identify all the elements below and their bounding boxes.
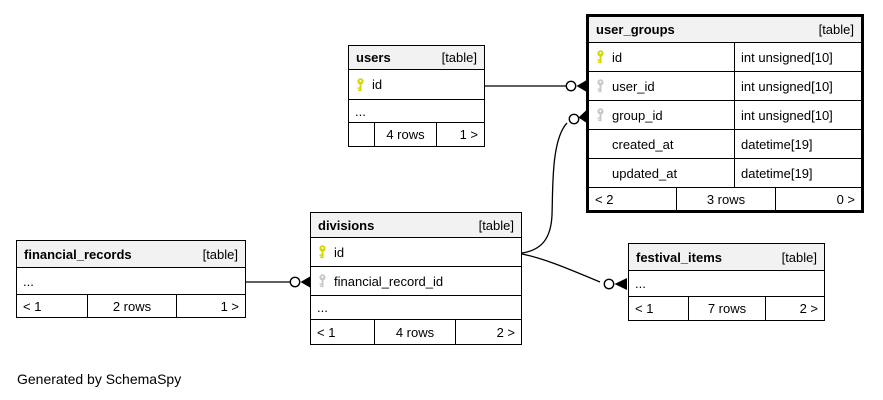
table-footer: 4 rows 1 > [349,123,484,146]
column-row: financial_record_id [311,267,521,296]
foreign-key-icon [317,274,328,288]
column-row: id [311,238,521,267]
ellipsis-label: ... [317,300,328,315]
row-count: 2 rows [87,295,177,317]
foreign-key-icon [595,79,606,93]
column-name: user_id [612,78,655,94]
column-row: id [349,70,484,100]
primary-key-icon [317,245,328,259]
rel-divisions-festival_items [521,253,627,290]
column-type: datetime[19] [734,130,861,158]
row-count: 3 rows [676,188,776,210]
parents-count [349,123,374,146]
column-row: id int unsigned[10] [589,43,861,72]
table-financial_records: financial_records [table] ... < 1 2 rows… [16,240,246,318]
parents-count: < 1 [23,298,42,314]
row-count: 4 rows [374,123,437,146]
table-title: user_groups [596,22,675,37]
table-title: divisions [318,217,375,233]
column-type: datetime[19] [734,159,861,187]
table-footer: < 1 4 rows 2 > [311,320,521,344]
rel-financial_records-divisions [246,276,310,288]
column-row: created_at datetime[19] [589,130,861,159]
table-user_groups: user_groups [table] id int unsigned[10] … [586,14,864,213]
column-row-ellipsis: ... [629,271,824,297]
column-type: int unsigned[10] [734,101,861,129]
parents-count: < 2 [595,191,614,207]
table-footer: < 1 2 rows 1 > [17,295,245,317]
table-tag: [table] [818,22,854,37]
table-festival_items-header[interactable]: festival_items [table] [629,244,824,271]
primary-key-icon [355,78,366,92]
ellipsis-label: ... [23,273,34,289]
column-row: updated_at datetime[19] [589,159,861,188]
table-tag: [table] [441,50,477,65]
column-row-ellipsis: ... [349,100,484,123]
table-user_groups-header[interactable]: user_groups [table] [589,17,861,43]
rel-users-user_groups [485,80,586,92]
parents-count: < 1 [317,324,336,340]
table-users-header[interactable]: users [table] [349,46,484,70]
children-count: 1 > [459,127,478,142]
table-tag: [table] [781,249,817,265]
table-footer: < 1 7 rows 2 > [629,297,824,320]
table-title: festival_items [636,249,722,265]
table-tag: [table] [202,246,238,262]
primary-key-icon [595,50,606,64]
children-count: 0 > [836,191,855,207]
table-festival_items: festival_items [table] ... < 1 7 rows 2 … [628,243,825,321]
table-title: users [356,50,391,65]
generated-by-note: Generated by SchemaSpy [17,371,182,387]
column-name: group_id [612,107,663,123]
ellipsis-label: ... [355,103,366,119]
table-tag: [table] [478,217,514,233]
column-row: group_id int unsigned[10] [589,101,861,130]
children-count: 2 > [496,324,515,340]
table-footer: < 2 3 rows 0 > [589,188,861,210]
foreign-key-icon [595,108,606,122]
column-type: int unsigned[10] [734,72,861,100]
column-name: id [612,49,623,65]
column-name: financial_record_id [334,273,444,289]
children-count: 2 > [799,301,818,316]
rel-divisions-user_groups [521,110,586,254]
table-title: financial_records [24,246,132,262]
column-type: int unsigned[10] [734,43,861,71]
parents-count: < 1 [635,301,654,316]
column-row: user_id int unsigned[10] [589,72,861,101]
children-count: 1 > [220,298,239,314]
table-divisions-header[interactable]: divisions [table] [311,213,521,238]
column-name: id [334,244,345,260]
table-financial_records-header[interactable]: financial_records [table] [17,241,245,268]
column-row-ellipsis: ... [17,268,245,295]
table-divisions: divisions [table] id financial_record_id… [310,212,522,345]
ellipsis-label: ... [635,276,646,291]
column-name: created_at [612,136,674,152]
column-name: id [372,77,383,92]
row-count: 4 rows [374,320,456,344]
column-name: updated_at [612,165,678,181]
column-row-ellipsis: ... [311,296,521,320]
row-count: 7 rows [688,297,766,320]
table-users: users [table] id ... 4 rows 1 > [348,45,485,147]
